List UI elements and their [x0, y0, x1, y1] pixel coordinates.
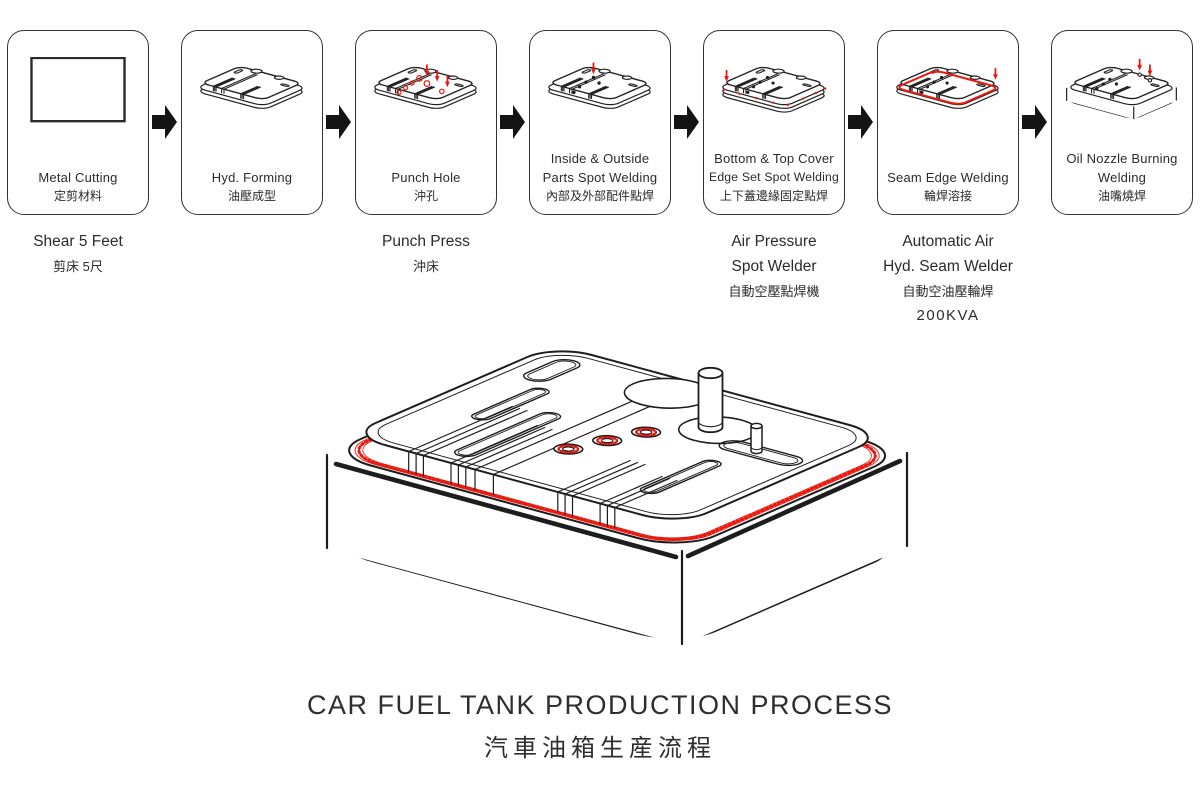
step-label-en: Punch Hole: [391, 170, 461, 185]
tank-illustration-spot-welding: [541, 57, 659, 124]
flow-arrow-icon: [674, 105, 699, 139]
step-edge-set-spot-welding: Bottom & Top Cover Edge Set Spot Welding…: [703, 30, 845, 304]
step-caption: Hyd. Forming 油壓成型: [185, 168, 319, 205]
step-label-zh: 內部及外部配件點焊: [545, 189, 654, 203]
step-metal-cutting: Metal Cutting 定剪材料 Shear 5 Feet 剪床 5尺: [7, 30, 149, 279]
flow-arrow-icon: [326, 105, 351, 139]
step-label-en: Metal Cutting: [38, 170, 118, 185]
step-label-zh: 輪焊溶接: [923, 189, 972, 203]
step-box: Metal Cutting 定剪材料: [7, 30, 149, 215]
step-box: Hyd. Forming 油壓成型: [181, 30, 323, 215]
step-sublabel: Automatic Air Hyd. Seam Welder 自動空油壓輪焊 2…: [883, 229, 1013, 327]
step-label-zh: 油壓成型: [227, 189, 276, 203]
step-caption: Punch Hole 沖孔: [359, 168, 493, 205]
sublabel-en2: Hyd. Seam Welder: [883, 258, 1013, 275]
step-box: Oil Nozzle Burning Welding 油嘴燒焊: [1051, 30, 1193, 215]
step-caption: Seam Edge Welding 輪焊溶接: [881, 168, 1015, 205]
step-label-en: Hyd. Forming: [211, 170, 293, 185]
step-sublabel: Shear 5 Feet 剪床 5尺: [33, 229, 123, 279]
step-oil-nozzle-burning-welding: Oil Nozzle Burning Welding 油嘴燒焊: [1051, 30, 1193, 215]
sublabel-en2: Spot Welder: [731, 258, 817, 275]
step-punch-hole: Punch Hole 沖孔 Punch Press 沖床: [355, 30, 497, 279]
sublabel-zh: 剪床 5尺: [53, 259, 103, 274]
flow-arrow-icon: [848, 105, 873, 139]
step-caption: Bottom & Top Cover Edge Set Spot Welding…: [707, 149, 841, 205]
step-label-zh: 油嘴燒焊: [1097, 189, 1146, 203]
tank-illustration-hyd-forming: [193, 57, 311, 124]
step-sublabel: Air Pressure Spot Welder 自動空壓點焊機: [728, 229, 819, 304]
step-label-zh: 上下蓋邊緣固定點焊: [719, 189, 828, 203]
step-caption: Metal Cutting 定剪材料: [11, 168, 145, 205]
tank-illustration-nozzle-welding: [1063, 57, 1181, 124]
step-label-en2: Edge Set Spot Welding: [709, 170, 839, 184]
step-seam-edge-welding: Seam Edge Welding 輪焊溶接 Automatic Air Hyd…: [877, 30, 1019, 327]
step-label-en: Inside & Outside: [550, 151, 650, 166]
sublabel-zh: 自動空壓點焊機: [728, 284, 820, 299]
step-label-en: Seam Edge Welding: [887, 170, 1009, 185]
sublabel-en: Shear 5 Feet: [33, 233, 123, 250]
step-inside-outside-spot-welding: Inside & Outside Parts Spot Welding 內部及外…: [529, 30, 671, 215]
step-sublabel: Punch Press 沖床: [382, 229, 470, 279]
step-caption: Oil Nozzle Burning Welding 油嘴燒焊: [1055, 149, 1189, 205]
step-box: Bottom & Top Cover Edge Set Spot Welding…: [703, 30, 845, 215]
sublabel-kva: 200KVA: [916, 307, 980, 324]
tank-illustration-edge-spot-welding: [715, 57, 833, 124]
sublabel-en: Automatic Air: [902, 233, 994, 250]
step-box: Punch Hole 沖孔: [355, 30, 497, 215]
process-flow: Metal Cutting 定剪材料 Shear 5 Feet 剪床 5尺 Hy…: [0, 0, 1200, 327]
step-label-en: Oil Nozzle Burning: [1066, 151, 1178, 166]
page-title-zh: 汽車油箱生産流程: [484, 735, 716, 762]
fuel-tank-drawing-area: [280, 330, 920, 680]
flow-arrow-icon: [500, 105, 525, 139]
step-box: Inside & Outside Parts Spot Welding 內部及外…: [529, 30, 671, 215]
sublabel-zh: 自動空油壓輪焊: [902, 284, 994, 299]
sublabel-en: Air Pressure: [731, 233, 817, 250]
flow-arrow-icon: [152, 105, 177, 139]
tank-illustration-seam-welding: [889, 57, 1007, 124]
page-title-en: CAR FUEL TANK PRODUCTION PROCESS: [306, 690, 894, 720]
tank-illustration-punch-hole: [367, 57, 485, 124]
step-label-zh: 定剪材料: [53, 189, 102, 203]
sublabel-en: Punch Press: [382, 233, 470, 250]
metal-sheet-illustration: [19, 57, 137, 124]
step-label-en2: Parts Spot Welding: [542, 170, 658, 185]
footer: CAR FUEL TANK PRODUCTION PROCESS 汽車油箱生産流…: [0, 690, 1200, 763]
flow-arrow-icon: [1022, 105, 1047, 139]
step-label-en: Bottom & Top Cover: [714, 151, 834, 166]
fuel-tank-technical-drawing: [280, 330, 920, 675]
step-caption: Inside & Outside Parts Spot Welding 內部及外…: [533, 149, 667, 205]
sublabel-zh: 沖床: [412, 259, 439, 274]
step-label-en2: Welding: [1097, 170, 1147, 185]
step-hyd-forming: Hyd. Forming 油壓成型: [181, 30, 323, 215]
step-box: Seam Edge Welding 輪焊溶接: [877, 30, 1019, 215]
step-label-zh: 沖孔: [413, 189, 438, 203]
